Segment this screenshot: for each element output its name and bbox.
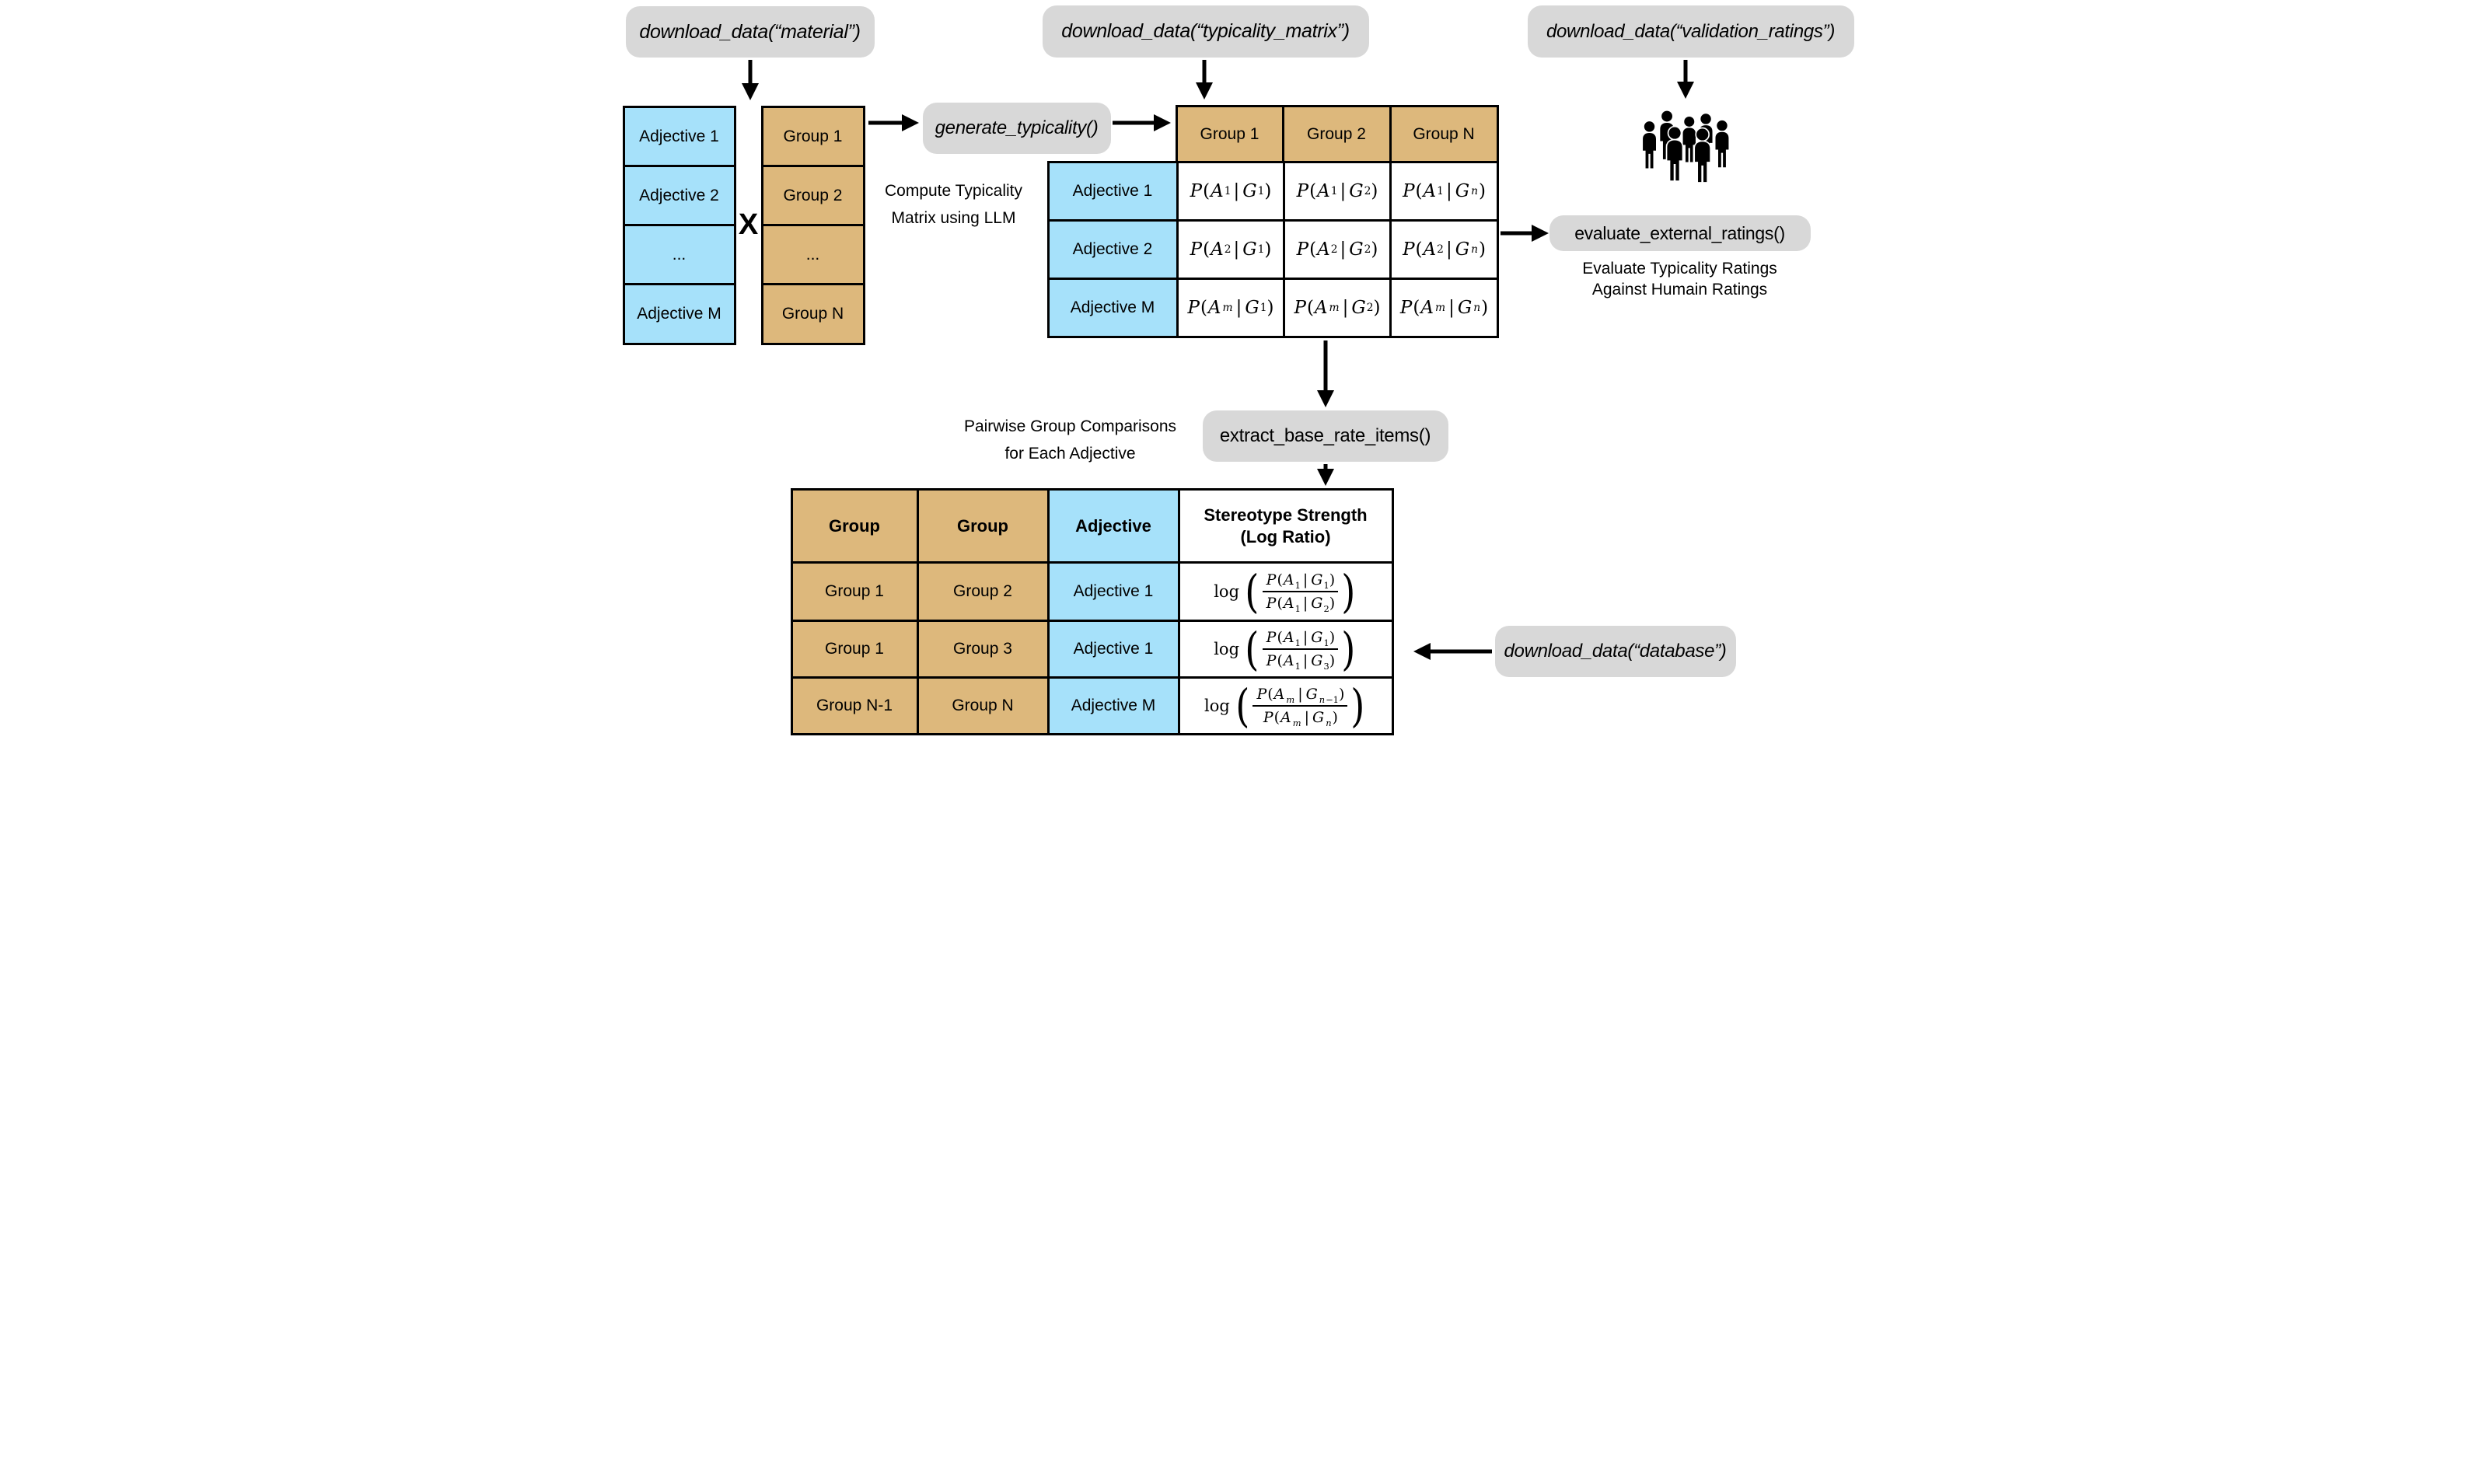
matrix-row-label: Adjective M (1049, 280, 1176, 336)
header-line: (Log Ratio) (1240, 526, 1331, 546)
log-ratio-cell: log(P(A1|G1)P(A1|G2)) (1179, 564, 1392, 620)
table-header-stereotype-strength: Stereotype Strength (Log Ratio) (1179, 491, 1392, 561)
matrix-column-header: Group 1 (1177, 107, 1282, 161)
caption-line: Pairwise Group Comparisons (963, 417, 1177, 435)
table-cell-group-b: Group N (918, 679, 1047, 733)
table-cell-group-a: Group 1 (792, 622, 917, 676)
people-group-icon (1641, 110, 1730, 183)
caption-evaluate-ratings: Evaluate Typicality Ratings Against Huma… (1549, 258, 1811, 300)
header-line: Group (829, 515, 880, 536)
matrix-column-header: Group 2 (1284, 107, 1389, 161)
caption-compute-typicality: Compute Typicality Matrix using LLM (837, 177, 1071, 232)
caption-line: Evaluate Typicality Ratings (1582, 260, 1777, 278)
table-cell-group-a: Group 1 (792, 564, 917, 620)
diagram-canvas: download_data(“material”) download_data(… (619, 0, 1858, 742)
base-rate-table: Group Group Adjective Stereotype Strengt… (790, 488, 1394, 735)
group-list: Group 1 Group 2 ... Group N (760, 106, 865, 345)
adjective-list-item: Adjective 1 (624, 108, 734, 165)
table-cell-group-a: Group N-1 (792, 679, 917, 733)
table-cell-adjective: Adjective M (1049, 679, 1178, 733)
pill-download-typicality-matrix: download_data(“typicality_matrix”) (1042, 5, 1369, 58)
typicality-matrix-header: Group 1 Group 2 Group N (1175, 105, 1499, 163)
matrix-row-label: Adjective 1 (1049, 163, 1176, 219)
table-cell-adjective: Adjective 1 (1049, 564, 1178, 620)
pill-download-database: download_data(“database”) (1494, 626, 1736, 677)
caption-line: Matrix using LLM (891, 209, 1016, 227)
group-list-item: Group 1 (763, 108, 863, 165)
group-list-item: ... (763, 226, 863, 283)
adjective-list: Adjective 1 Adjective 2 ... Adjective M (622, 106, 736, 345)
caption-line: for Each Adjective (1004, 445, 1136, 463)
header-line: Group (957, 515, 1008, 536)
matrix-column-header: Group N (1391, 107, 1497, 161)
table-cell-group-b: Group 2 (918, 564, 1047, 620)
table-header-group-b: Group (918, 491, 1047, 561)
caption-line: Against Humain Ratings (1591, 281, 1768, 299)
pill-evaluate-external-ratings: evaluate_external_ratings() (1549, 215, 1811, 251)
adjective-list-item: ... (624, 226, 734, 283)
caption-line: Compute Typicality (884, 182, 1023, 200)
group-list-item: Group 2 (763, 167, 863, 224)
pill-generate-typicality: generate_typicality() (922, 103, 1111, 154)
log-ratio-cell: log(P(A1|G1)P(A1|G3)) (1179, 622, 1392, 676)
adjective-list-item: Adjective 2 (624, 167, 734, 224)
header-line: Adjective (1075, 515, 1151, 536)
group-list-item: Group N (763, 285, 863, 343)
caption-pairwise-comparisons: Pairwise Group Comparisons for Each Adje… (946, 413, 1195, 467)
table-cell-group-b: Group 3 (918, 622, 1047, 676)
pill-extract-base-rate-items: extract_base_rate_items() (1202, 410, 1448, 462)
pill-download-validation-ratings: download_data(“validation_ratings”) (1527, 5, 1854, 58)
adjective-list-item: Adjective M (624, 285, 734, 343)
table-cell-adjective: Adjective 1 (1049, 622, 1178, 676)
cross-product-operator: X (738, 208, 759, 241)
header-line: Stereotype Strength (1204, 505, 1368, 525)
pill-download-material: download_data(“material”) (625, 6, 875, 58)
table-header-group-a: Group (792, 491, 917, 561)
table-header-adjective: Adjective (1049, 491, 1178, 561)
matrix-row-label: Adjective 2 (1049, 222, 1176, 278)
